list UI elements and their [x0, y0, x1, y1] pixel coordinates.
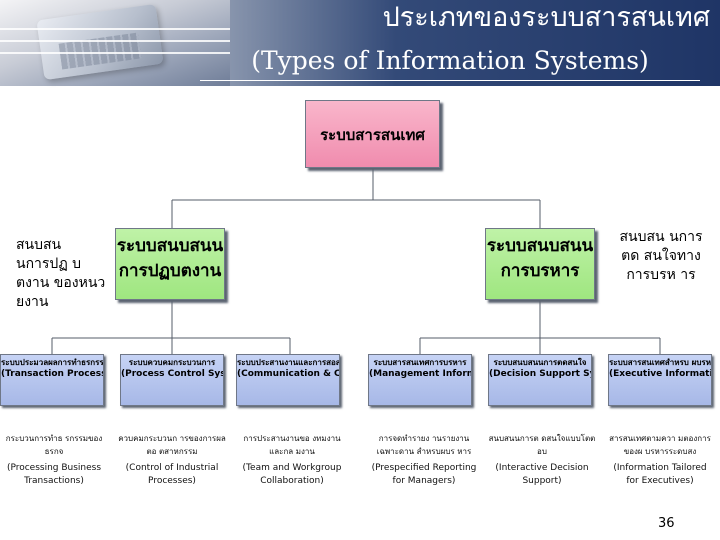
- leaf-title-thai: ระบบสารสนเทศการบรหาร: [373, 358, 467, 367]
- leaf-description: กระบวนการทำธ รกรรมของธรกจ (Processing Bu…: [0, 432, 108, 488]
- leaf-title-english: (Decision Support Systems): [489, 369, 591, 379]
- description-thai: สนบสนนการต ดสนใจแบบโตต อบ: [488, 434, 596, 456]
- leaf-title-thai: ระบบสนบสนนการตดสนใจ: [493, 358, 587, 367]
- root-node-information-systems: ระบบสารสนเทศ: [305, 100, 440, 168]
- header-banner: ประเภทของระบบสารสนเทศ (Types of Informat…: [0, 0, 720, 86]
- branch-management-support: ระบบสนบสนน การบรหาร: [485, 228, 595, 300]
- leaf-title-thai: ระบบประสานงานและการสอสาร: [237, 358, 340, 367]
- leaf-title-thai: ระบบควบคมกระบวนการ: [128, 358, 216, 367]
- leaf-management-information: ระบบสารสนเทศการบรหาร (Management Informa…: [368, 354, 472, 406]
- description-thai: การจดทำรายง านรายงานเฉพาะดาน สำหรบผบร หา…: [376, 434, 472, 456]
- description-thai: สารสนเทศตามควา มตองการของผ บรหารระดบสง: [609, 434, 711, 456]
- description-english: (Information Tailored for Executives): [613, 463, 707, 486]
- description-english: (Prespecified Reporting for Managers): [371, 463, 477, 486]
- leaf-description: การจดทำรายง านรายงานเฉพาะดาน สำหรบผบร หา…: [370, 432, 478, 488]
- operations-side-note: สนบสน นการปฏ บตงาน ของหนว ยงาน: [16, 237, 106, 310]
- description-english: (Interactive Decision Support): [495, 463, 589, 486]
- title-underline: [200, 80, 700, 81]
- leaf-description: สนบสนนการต ดสนใจแบบโตต อบ (Interactive D…: [488, 432, 596, 488]
- leaf-executive-information: ระบบสารสนเทศสำหรบ ผบรหาระดบสง (Executive…: [608, 354, 712, 406]
- leaf-title-english: (Communication & Collaboration Systems): [237, 369, 339, 379]
- leaf-process-control: ระบบควบคมกระบวนการ (Process Control Syst…: [120, 354, 224, 406]
- title-thai: ประเภทของระบบสารสนเทศ: [382, 2, 710, 33]
- leaf-communication-collaboration: ระบบประสานงานและการสอสาร (Communication …: [236, 354, 340, 406]
- leaf-title-english: (Management Information Systems): [369, 369, 471, 379]
- leaf-description: การประสานงานขอ งทมงานและกล มงาน (Team an…: [238, 432, 346, 488]
- title-english: (Types of Information Systems): [251, 46, 649, 75]
- leaf-title-thai: ระบบสารสนเทศสำหรบ ผบรหาระดบสง: [609, 358, 712, 367]
- leaf-description: สารสนเทศตามควา มตองการของผ บรหารระดบสง (…: [606, 432, 714, 488]
- leaf-title-english: (Executive Information Systems): [609, 369, 711, 379]
- description-thai: การประสานงานขอ งทมงานและกล มงาน: [243, 434, 341, 456]
- branch-operations-support: ระบบสนบสนน การปฏบตงาน: [115, 228, 225, 300]
- leaf-title-thai: ระบบประมวลผลการทำธรกรรม: [1, 358, 104, 367]
- page-number: 36: [658, 516, 675, 531]
- description-thai: กระบวนการทำธ รกรรมของธรกจ: [5, 434, 103, 456]
- leaf-transaction-processing: ระบบประมวลผลการทำธรกรรม (Transaction Pro…: [0, 354, 104, 406]
- management-side-note: สนบสน นการตด สนใจทาง การบรห าร: [619, 229, 703, 283]
- leaf-description: ควบคมกระบวนก ารของการผลตอ ตสาหกรรม (Cont…: [118, 432, 226, 488]
- leaf-title-english: (Process Control Systems): [121, 369, 223, 379]
- description-english: (Control of Industrial Processes): [125, 463, 219, 486]
- leaf-decision-support: ระบบสนบสนนการตดสนใจ (Decision Support Sy…: [488, 354, 592, 406]
- leaf-title-english: (Transaction Processing Systems): [1, 369, 103, 379]
- description-thai: ควบคมกระบวนก ารของการผลตอ ตสาหกรรม: [118, 434, 226, 456]
- description-english: (Team and Workgroup Collaboration): [242, 463, 342, 486]
- laptop-photo: [0, 0, 230, 86]
- description-english: (Processing Business Transactions): [6, 463, 102, 486]
